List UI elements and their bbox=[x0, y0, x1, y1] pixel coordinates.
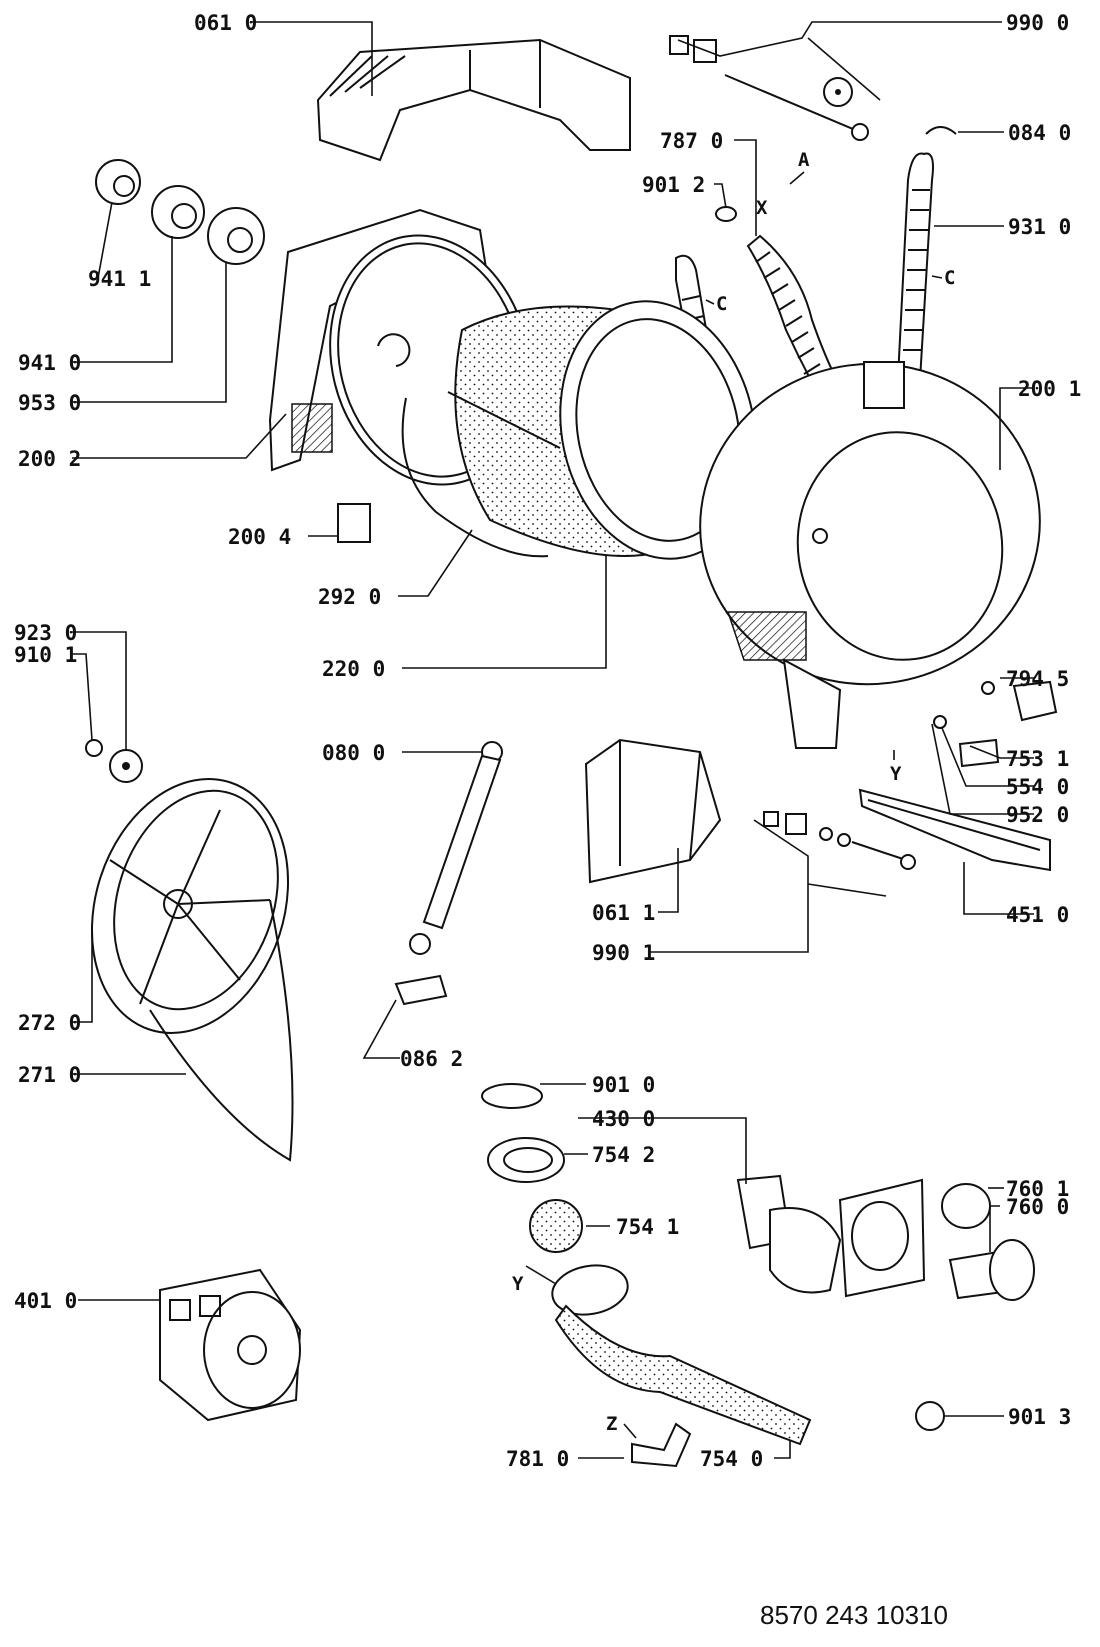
drain-pump-430 bbox=[736, 1174, 926, 1298]
label-990-1: 990 1 bbox=[592, 941, 655, 965]
label-901-3: 901 3 bbox=[1008, 1405, 1071, 1429]
label-753-1: 753 1 bbox=[1006, 747, 1069, 771]
leader-lines bbox=[70, 21, 1034, 1459]
label-953-0: 953 0 bbox=[18, 391, 81, 415]
part-labels: 061 0 990 0 084 0 787 0 901 2 931 0 941 … bbox=[14, 11, 1081, 1471]
gasket-ring-292 bbox=[401, 397, 549, 558]
arc-seal-084 bbox=[925, 126, 957, 135]
label-760-1: 760 1 bbox=[1006, 1177, 1069, 1201]
letter-a: A bbox=[798, 149, 810, 171]
letter-z: Z bbox=[606, 1413, 617, 1435]
label-200-4: 200 4 bbox=[228, 525, 291, 549]
label-401-0: 401 0 bbox=[14, 1289, 77, 1313]
pulley-nut-washer bbox=[85, 739, 143, 783]
sump-hose-754 bbox=[551, 1264, 812, 1446]
label-200-2: 200 2 bbox=[18, 447, 81, 471]
label-430-0: 430 0 bbox=[592, 1107, 655, 1131]
label-084-0: 084 0 bbox=[1008, 121, 1071, 145]
label-910-1: 910 1 bbox=[14, 643, 77, 667]
label-760-0: 760 0 bbox=[1006, 1195, 1069, 1219]
hose-clamp-901-2 bbox=[715, 206, 737, 222]
label-754-2: 754 2 bbox=[592, 1143, 655, 1167]
label-941-1: 941 1 bbox=[88, 267, 151, 291]
ball-754-1 bbox=[529, 1199, 583, 1253]
label-754-0: 754 0 bbox=[700, 1447, 763, 1471]
label-952-0: 952 0 bbox=[1006, 803, 1069, 827]
label-990-0: 990 0 bbox=[1006, 11, 1069, 35]
letter-y-upper: Y bbox=[890, 763, 902, 785]
bolt-set-top bbox=[669, 35, 869, 141]
label-901-2: 901 2 bbox=[642, 173, 705, 197]
counterweight-lower bbox=[584, 738, 722, 884]
label-271-0: 271 0 bbox=[18, 1063, 81, 1087]
label-781-0: 781 0 bbox=[506, 1447, 569, 1471]
letter-callouts: A X C C Y Y Z bbox=[512, 149, 955, 1439]
letter-y-lower: Y bbox=[512, 1273, 524, 1295]
label-451-0: 451 0 bbox=[1006, 903, 1069, 927]
label-794-5: 794 5 bbox=[1006, 667, 1069, 691]
shock-absorber-080 bbox=[409, 741, 503, 955]
elbow-781 bbox=[631, 1422, 692, 1468]
label-923-0: 923 0 bbox=[14, 621, 77, 645]
bracket-086 bbox=[394, 974, 448, 1006]
label-086-2: 086 2 bbox=[400, 1047, 463, 1071]
ring-754-2 bbox=[487, 1137, 565, 1183]
label-061-1: 061 1 bbox=[592, 901, 655, 925]
label-941-0: 941 0 bbox=[18, 351, 81, 375]
clamp-ring-901-0 bbox=[481, 1083, 543, 1109]
heater-451 bbox=[858, 788, 1051, 872]
seal-ring-760-1 bbox=[941, 1183, 991, 1229]
label-292-0: 292 0 bbox=[318, 585, 381, 609]
drive-belt-271 bbox=[149, 899, 294, 1162]
document-number: 8570 243 10310 bbox=[760, 1600, 948, 1630]
letter-c-right: C bbox=[944, 267, 955, 289]
letter-x: X bbox=[756, 197, 768, 219]
label-272-0: 272 0 bbox=[18, 1011, 81, 1035]
bearings bbox=[95, 159, 265, 265]
clip-901-3 bbox=[915, 1401, 945, 1431]
front-tub-half bbox=[699, 361, 1041, 749]
sensor-cluster bbox=[933, 680, 1058, 768]
label-080-0: 080 0 bbox=[322, 741, 385, 765]
bellows-hose-787 bbox=[746, 234, 842, 392]
label-554-0: 554 0 bbox=[1006, 775, 1069, 799]
label-061-0: 061 0 bbox=[194, 11, 257, 35]
label-754-1: 754 1 bbox=[616, 1215, 679, 1239]
block-200-4 bbox=[337, 503, 371, 543]
pulley-272 bbox=[90, 777, 290, 1035]
label-901-0: 901 0 bbox=[592, 1073, 655, 1097]
letter-c-left: C bbox=[716, 293, 727, 315]
label-220-0: 220 0 bbox=[322, 657, 385, 681]
label-200-1: 200 1 bbox=[1018, 377, 1081, 401]
bolt-set-lower bbox=[763, 811, 916, 870]
label-931-0: 931 0 bbox=[1008, 215, 1071, 239]
label-787-0: 787 0 bbox=[660, 129, 723, 153]
spring-right-931 bbox=[896, 152, 934, 382]
filter-760 bbox=[948, 1239, 1035, 1301]
counterweight-top bbox=[316, 38, 631, 162]
motor-401 bbox=[159, 1268, 302, 1422]
